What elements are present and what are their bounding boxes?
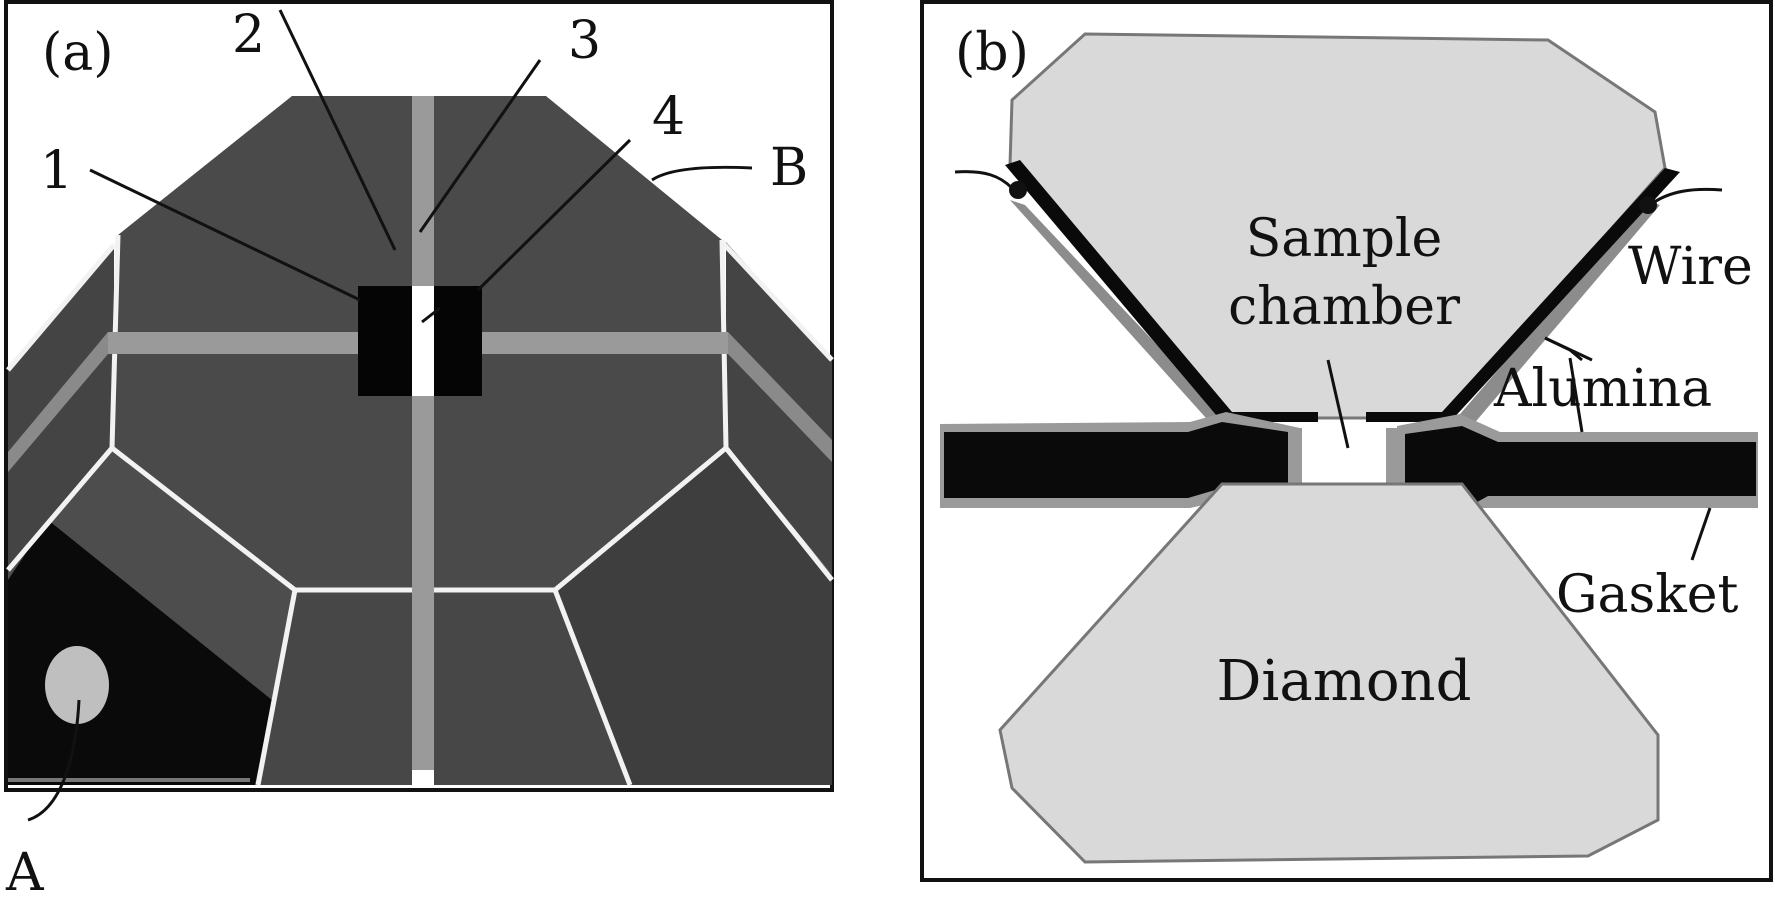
panel-b-tag: (b) — [955, 23, 1029, 83]
gasket-label: Gasket — [1556, 565, 1739, 625]
leader-lines-b — [1326, 336, 1712, 561]
panel-a: (a) 1 2 3 4 B A — [4, 0, 834, 903]
right-stripe-extension — [728, 332, 832, 462]
vertical-electrode-stripe — [412, 96, 434, 786]
lower-right-facet — [555, 448, 832, 785]
label-2: 2 — [232, 5, 265, 65]
wire-label: Wire — [1628, 237, 1753, 297]
label-3: 3 — [568, 11, 601, 71]
electrode-block-right — [434, 286, 482, 396]
chamber-wall-left — [1288, 428, 1302, 500]
alumina-label: Alumina — [1493, 359, 1712, 419]
gasket-left — [944, 422, 1288, 498]
electrode-gap — [412, 286, 434, 396]
left-stripe-extension — [8, 332, 108, 472]
label-4: 4 — [652, 87, 685, 147]
right-side-facet — [726, 242, 832, 575]
diamond-label: Diamond — [1217, 649, 1472, 714]
chamber-wall-right — [1386, 428, 1400, 500]
panel-b: (b) Sample chamber Wire Alumina Gasket D… — [920, 0, 1773, 882]
lower-diamond-anvil — [998, 482, 1660, 864]
label-1: 1 — [40, 141, 73, 201]
wire-left — [1005, 160, 1318, 422]
label-a: A — [5, 843, 45, 903]
wire-joint-right — [1639, 196, 1657, 214]
electrode-block-left — [358, 286, 412, 396]
sample-chamber-label-line1: Sample — [1246, 209, 1443, 269]
wire-lead-right — [1649, 187, 1723, 207]
alumina-left — [1010, 200, 1228, 428]
wire-lead-left — [954, 170, 1014, 190]
leader-lines-a — [27, 9, 753, 822]
wire-right — [1366, 168, 1680, 422]
bottom-center-facet — [258, 590, 630, 785]
oval-marker-a — [45, 646, 109, 724]
panel-a-tag: (a) — [42, 23, 114, 83]
sample-chamber-label-line2: chamber — [1228, 277, 1460, 337]
gasket-right — [1405, 426, 1756, 506]
label-b: B — [770, 138, 808, 198]
alumina-right — [1448, 200, 1660, 440]
wire-joint-left — [1009, 181, 1027, 199]
vertical-stripe-tip — [412, 770, 434, 786]
